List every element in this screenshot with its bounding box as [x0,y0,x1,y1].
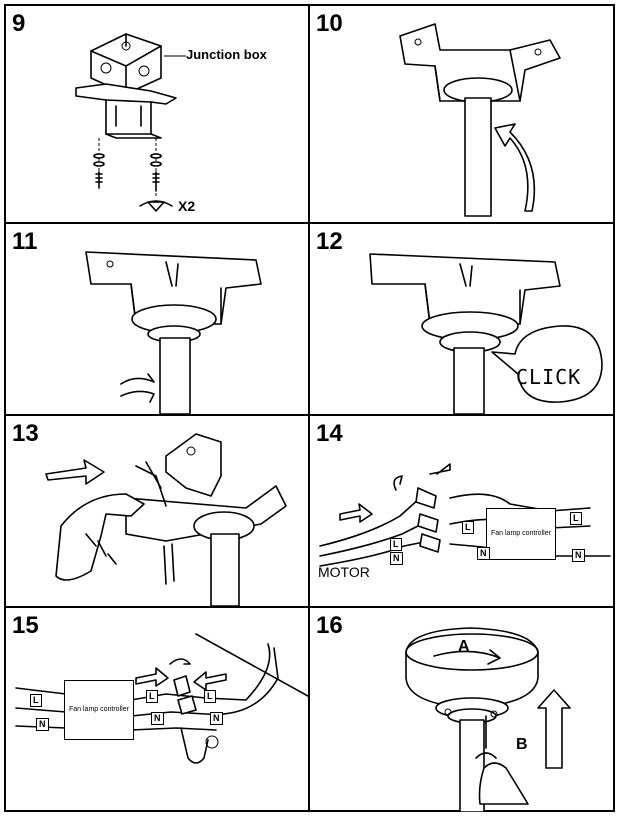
step-panel-13: 13 [6,416,308,606]
neutral-tag: N [390,552,403,565]
step-panel-11: 11 [6,224,308,414]
step-number: 15 [12,612,39,639]
junction-box-illustration [75,33,186,212]
step-panel-15: 15 Fan lamp controller L N L N L N [6,608,308,812]
canopy-rotation-illustration [85,251,262,414]
junction-box-label: Junction box [186,47,267,62]
live-tag: L [570,512,582,525]
direction-a-label: A [458,638,470,655]
fan-lamp-controller-box: Fan lamp controller [486,508,556,560]
row-divider [6,222,613,224]
live-tag: L [390,538,402,551]
step-number: 14 [316,420,343,447]
row-divider [6,414,613,416]
live-tag: L [204,690,216,703]
step-number: 13 [12,420,39,447]
fan-lamp-controller-box: Fan lamp controller [64,680,134,740]
neutral-tag: N [572,549,585,562]
step-number: 11 [12,228,38,255]
live-tag: L [462,521,474,534]
neutral-tag: N [477,547,490,560]
neutral-tag: N [210,712,223,725]
step-number: 16 [316,612,343,639]
step-number: 10 [316,10,343,37]
step-panel-10: 10 [310,6,615,222]
step-panel-9: 9 Junction box X2 [6,6,308,222]
neutral-tag: N [151,712,164,725]
instruction-grid: 9 Junction box X2 10 [4,4,615,812]
neutral-tag: N [36,718,49,731]
direction-b-label: B [516,736,528,753]
bracket-downrod-illustration [399,23,561,217]
controller-label: Fan lamp controller [69,706,129,713]
canopy-screw-illustration [405,627,571,812]
live-tag: L [146,690,158,703]
quantity-label: X2 [178,198,196,214]
wiring-hands-illustration [45,433,287,606]
motor-label: MOTOR [318,564,370,580]
click-label: CLICK [516,365,582,389]
column-divider [308,6,310,810]
row-divider [6,606,613,608]
live-tag: L [30,694,42,707]
step-number: 12 [316,228,343,255]
step-panel-16: 16 A B [310,608,615,812]
canopy-click-illustration [369,253,603,414]
ceiling-wiring-illustration [15,633,308,764]
controller-label: Fan lamp controller [491,530,551,537]
step-panel-14: 14 Fan lamp controller L N L N L N MOTOR [310,416,615,606]
step-number: 9 [12,10,26,37]
step-panel-12: 12 CLICK [310,224,615,414]
